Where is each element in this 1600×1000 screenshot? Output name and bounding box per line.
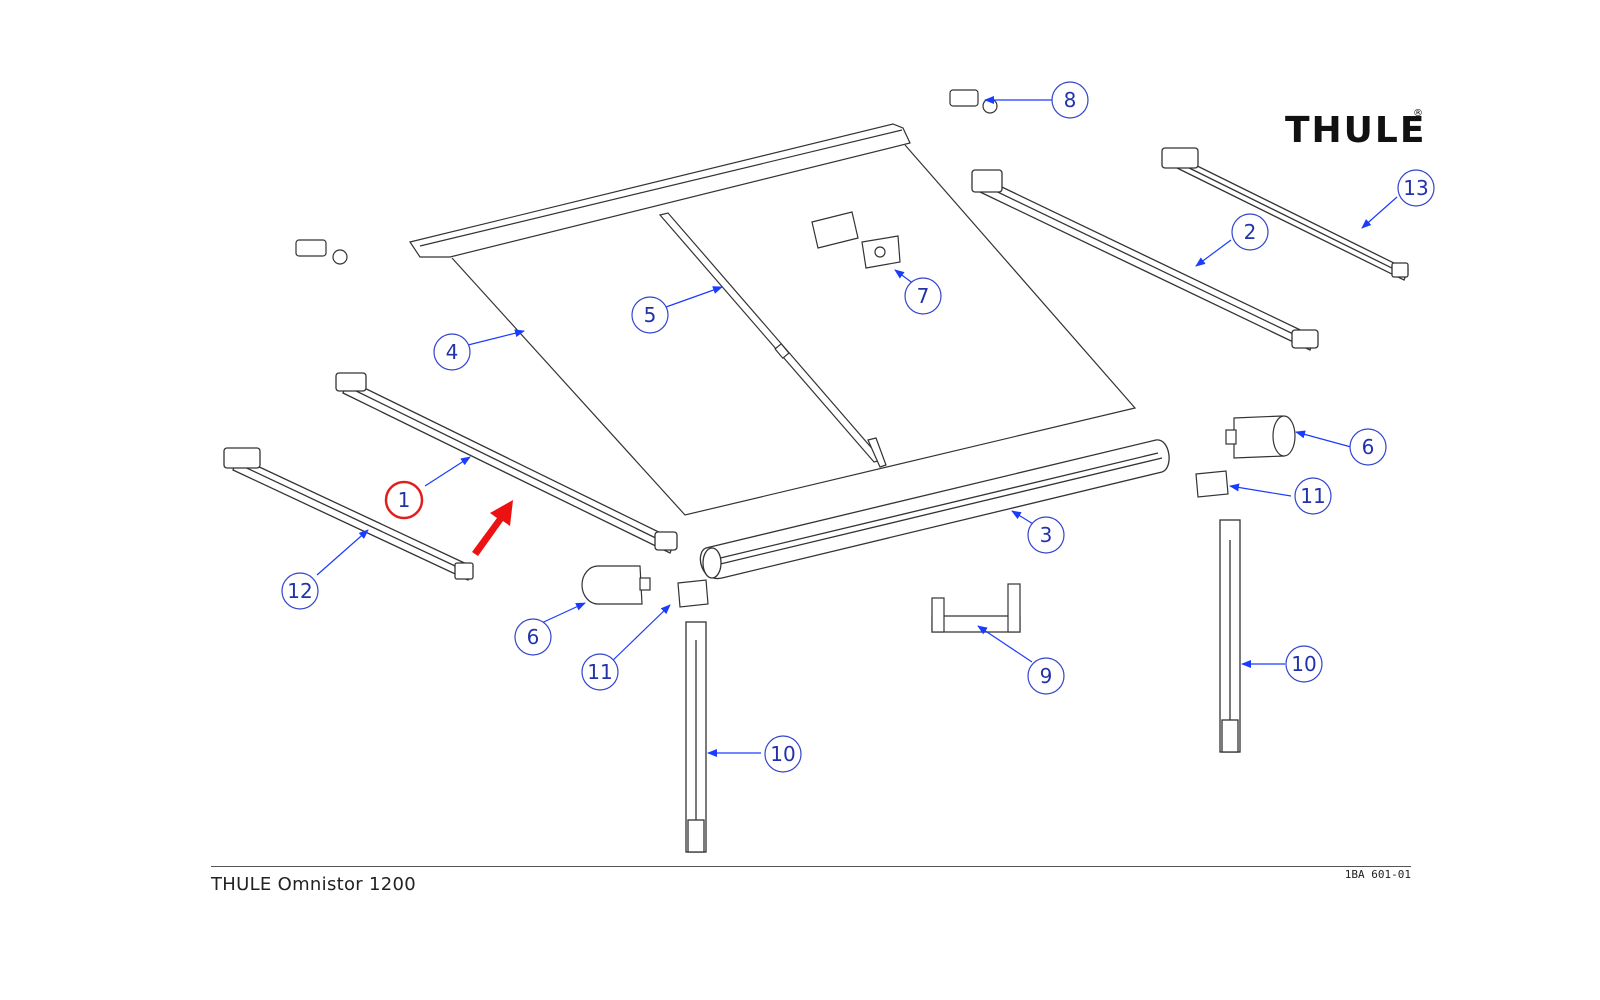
- part-3-cassette: [699, 439, 1170, 580]
- part-6-end-cap-right: [1225, 415, 1296, 459]
- callout-5-label: 5: [644, 303, 657, 327]
- callout-13: [1397, 169, 1435, 207]
- thule-logo: THULE: [1285, 110, 1427, 151]
- callout-11a-label: 11: [587, 660, 612, 684]
- callout-3: [1027, 516, 1065, 554]
- part-2-arm: [971, 169, 1319, 351]
- callout-6b: [1349, 428, 1387, 466]
- callout-9-label: 9: [1040, 664, 1053, 688]
- callout-2-label: 2: [1244, 220, 1257, 244]
- callout-1-label: 1: [398, 488, 411, 512]
- part-5-rafter: [658, 212, 887, 468]
- footer-code: 1BA 601-01: [1344, 868, 1411, 881]
- callout-7: [904, 277, 942, 315]
- callout-10a-label: 10: [770, 742, 795, 766]
- part-4-fabric: [409, 123, 1137, 516]
- callout-8: [1051, 81, 1089, 119]
- callout-6b-label: 6: [1362, 435, 1375, 459]
- callout-10a: [764, 735, 802, 773]
- end-cap-screw: [295, 239, 348, 265]
- part-13-arm: [1161, 147, 1409, 281]
- callout-11a: [581, 653, 619, 691]
- part-11-bracket-left: [677, 579, 709, 608]
- callout-4: [433, 333, 471, 371]
- part-10-leg-right: [1219, 519, 1241, 753]
- callout-10b-label: 10: [1291, 652, 1316, 676]
- callouts: [281, 81, 1435, 773]
- part-6-end-cap-left: [581, 565, 651, 605]
- callout-1: [384, 480, 424, 520]
- callout-13-label: 13: [1403, 176, 1428, 200]
- callout-labels: 1 2 3 4 5 6 6 7 8 9 10 10 11 11 12 13: [287, 88, 1428, 766]
- callout-6a-label: 6: [527, 625, 540, 649]
- red-arrow-icon: [472, 500, 513, 556]
- callout-6a: [514, 618, 552, 656]
- footer-rule: [211, 866, 1411, 867]
- registered-mark: ®: [1413, 108, 1423, 119]
- callout-8-label: 8: [1064, 88, 1077, 112]
- part-9-fitting: [931, 583, 1021, 633]
- part-10-leg-left: [685, 621, 707, 853]
- part-12-arm: [223, 447, 474, 581]
- callout-5: [631, 296, 669, 334]
- part-1-arm: [335, 372, 678, 554]
- callout-2: [1231, 213, 1269, 251]
- callout-12-label: 12: [287, 579, 312, 603]
- part-7-bracket: [811, 211, 901, 269]
- callout-3-label: 3: [1040, 523, 1053, 547]
- callout-10b: [1285, 645, 1323, 683]
- callout-12: [281, 572, 319, 610]
- part-11-bracket-right: [1195, 470, 1229, 498]
- callout-9: [1027, 657, 1065, 695]
- part-8-end-cap: [949, 89, 998, 114]
- callout-11b-label: 11: [1300, 484, 1325, 508]
- callout-11b: [1294, 477, 1332, 515]
- callout-4-label: 4: [446, 340, 459, 364]
- footer-title: THULE Omnistor 1200: [211, 874, 417, 895]
- callout-7-label: 7: [917, 284, 930, 308]
